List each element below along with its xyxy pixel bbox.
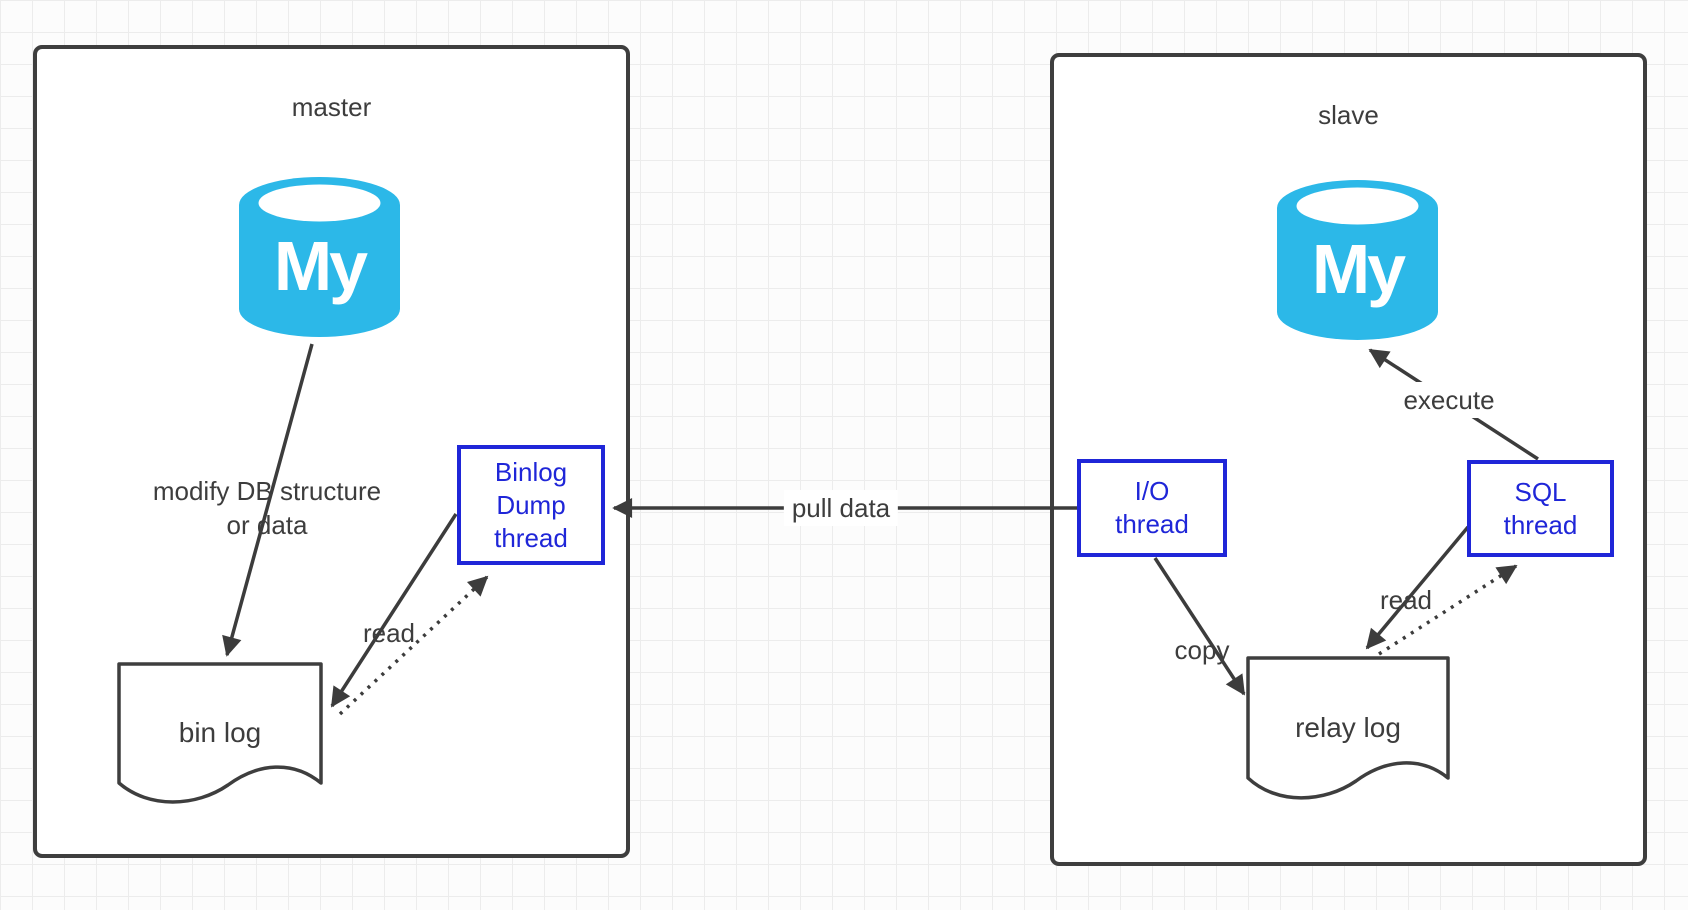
sql-thread-node[interactable]: SQL thread	[1467, 460, 1614, 557]
modify-db-edge-label-line2: or data	[226, 510, 308, 540]
io-thread-label-line1: I/O	[1134, 476, 1170, 506]
sql-thread-label-line1: SQL	[1514, 476, 1567, 507]
binlog-dump-thread-node[interactable]: Binlog Dump thread	[457, 445, 605, 565]
relay-log-label: relay log	[1295, 712, 1401, 743]
io-thread-node[interactable]: I/O thread	[1077, 459, 1227, 557]
modify-db-edge-label-line1: modify DB structure	[152, 476, 382, 506]
binlog-dump-thread-label-line2: Dump	[496, 489, 566, 520]
read-edge-label-master: read	[362, 618, 416, 648]
binlog-dump-thread-label-line1: Binlog	[494, 456, 568, 487]
sql-thread-label-line2: thread	[1503, 509, 1578, 540]
io-thread-label-line2: thread	[1115, 509, 1189, 539]
pull-data-edge-label: pull data	[783, 490, 899, 526]
master-box-title: master	[291, 92, 372, 122]
slave-box-title: slave	[1318, 100, 1379, 130]
modify-db-edge-label: modify DB structure or data	[153, 474, 381, 542]
binlog-dump-thread-label-line3: thread	[494, 522, 568, 553]
copy-edge-label: copy	[1174, 635, 1230, 665]
read-edge-label-slave: read	[1379, 585, 1433, 615]
bin-log-label: bin log	[178, 717, 262, 748]
execute-edge-label: execute	[1395, 382, 1503, 418]
